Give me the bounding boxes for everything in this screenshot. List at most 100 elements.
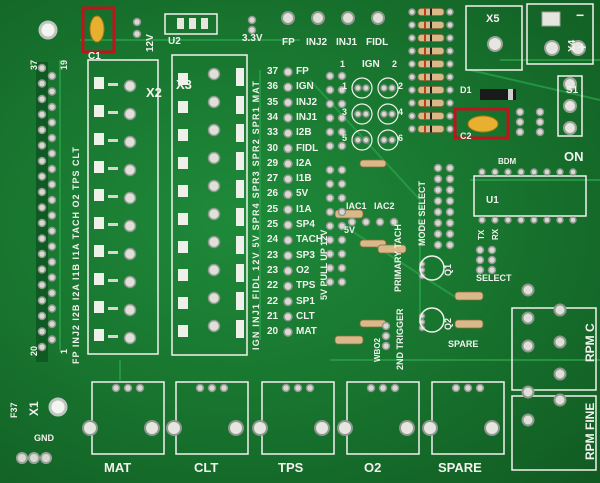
solder-pad [47, 164, 57, 174]
solder-pad [408, 99, 416, 107]
output-pad [281, 11, 295, 25]
resistor-band [424, 47, 426, 55]
solder-pad [543, 168, 551, 176]
mode-select-label: MODE SELECT [417, 180, 427, 246]
solder-pad [37, 296, 47, 305]
solder-pad [132, 29, 142, 39]
terminal-screw [123, 163, 137, 177]
solder-pad [408, 73, 416, 81]
resistor-band [424, 125, 426, 133]
pin-name: MAT [296, 326, 317, 338]
resistor-band [430, 21, 432, 29]
x4-pad [570, 40, 586, 56]
terminal-screw [123, 247, 137, 261]
solder-pad [47, 226, 57, 236]
terminal-screw [207, 319, 221, 333]
solder-pad [337, 71, 347, 81]
solder-pad [283, 327, 293, 337]
solder-pad [293, 383, 303, 393]
x4-pad [544, 40, 560, 56]
solder-pad [487, 255, 497, 265]
solder-pad [37, 156, 47, 166]
clt-label: CLT [194, 460, 219, 475]
spare-label: SPARE [438, 460, 482, 475]
solder-pad [446, 8, 454, 16]
solder-pad [337, 221, 347, 231]
solder-pad [47, 257, 57, 267]
solder-pad [491, 168, 499, 176]
minus-label: − [576, 7, 585, 23]
terminal-screw [207, 263, 221, 277]
solder-pad [517, 168, 525, 176]
left-header-labels: FP INJ2 I2B I2A I1B I1A TACH O2 TPS CLT [71, 146, 81, 364]
solder-pad [433, 229, 443, 239]
solder-pad [37, 218, 47, 228]
solder-pad [325, 277, 335, 287]
terminal-tab [94, 133, 104, 145]
pot-pad [422, 420, 438, 436]
x5-pad [487, 36, 503, 52]
pin-name: INJ1 [296, 111, 318, 123]
solder-pad [433, 163, 443, 173]
solder-pad [446, 34, 454, 42]
solder-pad [337, 263, 347, 273]
solder-pad [475, 255, 485, 265]
solder-pad [132, 17, 142, 27]
pin-name: FIDL [296, 142, 319, 154]
terminal-tab [94, 77, 104, 89]
solder-pad [445, 163, 455, 173]
solder-pad [535, 127, 545, 137]
solder-pad [354, 110, 362, 118]
ign-outline [377, 129, 399, 151]
gnd-pad [16, 452, 28, 464]
solder-pad [325, 113, 335, 123]
x1-label: X1 [27, 401, 41, 416]
ign-outline [351, 77, 373, 99]
c1-label: C1 [88, 51, 101, 62]
u2-pin [189, 18, 196, 29]
solder-pad [37, 79, 47, 88]
solder-pad [433, 196, 443, 206]
terminal-tab [94, 189, 104, 201]
solder-pad [283, 143, 293, 154]
solder-pad [325, 249, 335, 259]
solder-pad [408, 21, 416, 29]
terminal-screw [207, 235, 221, 249]
solder-pad [408, 112, 416, 120]
solder-pad [451, 383, 461, 393]
terminal-screw [123, 135, 137, 149]
resistor-band [424, 99, 426, 107]
solder-pad [337, 127, 347, 137]
solder-pad [446, 21, 454, 29]
resistor-band [430, 8, 432, 16]
solder-pad [475, 265, 485, 275]
solder-pad [325, 71, 335, 81]
output-pad [311, 11, 325, 25]
solder-pad [325, 193, 335, 203]
terminal-screw [207, 179, 221, 193]
solder-pad [445, 218, 455, 228]
pin-number: 21 [267, 310, 279, 322]
s1-label: S1 [566, 85, 579, 96]
pin-name: IGN [296, 81, 314, 93]
solder-pad [388, 84, 396, 92]
solder-pad [362, 110, 370, 118]
terminal-tab [236, 320, 244, 338]
terminal-tab [178, 185, 188, 197]
solder-pad [283, 82, 293, 93]
solder-pad [47, 335, 57, 344]
terminal-tab [178, 325, 188, 337]
resistor-band [430, 47, 432, 55]
rpm-fine-label: RPM FINE [583, 402, 597, 460]
solder-pad [337, 207, 347, 217]
terminal-slot [108, 195, 118, 198]
ign-outline [351, 103, 373, 125]
solder-pad [37, 94, 47, 104]
solder-pad [378, 383, 388, 393]
solder-pad [380, 110, 388, 118]
resistor-band [430, 34, 432, 42]
tps-label: TPS [278, 460, 304, 475]
pin-name: 5V [296, 188, 309, 200]
solder-pad [463, 383, 473, 393]
solder-pad [37, 187, 47, 197]
